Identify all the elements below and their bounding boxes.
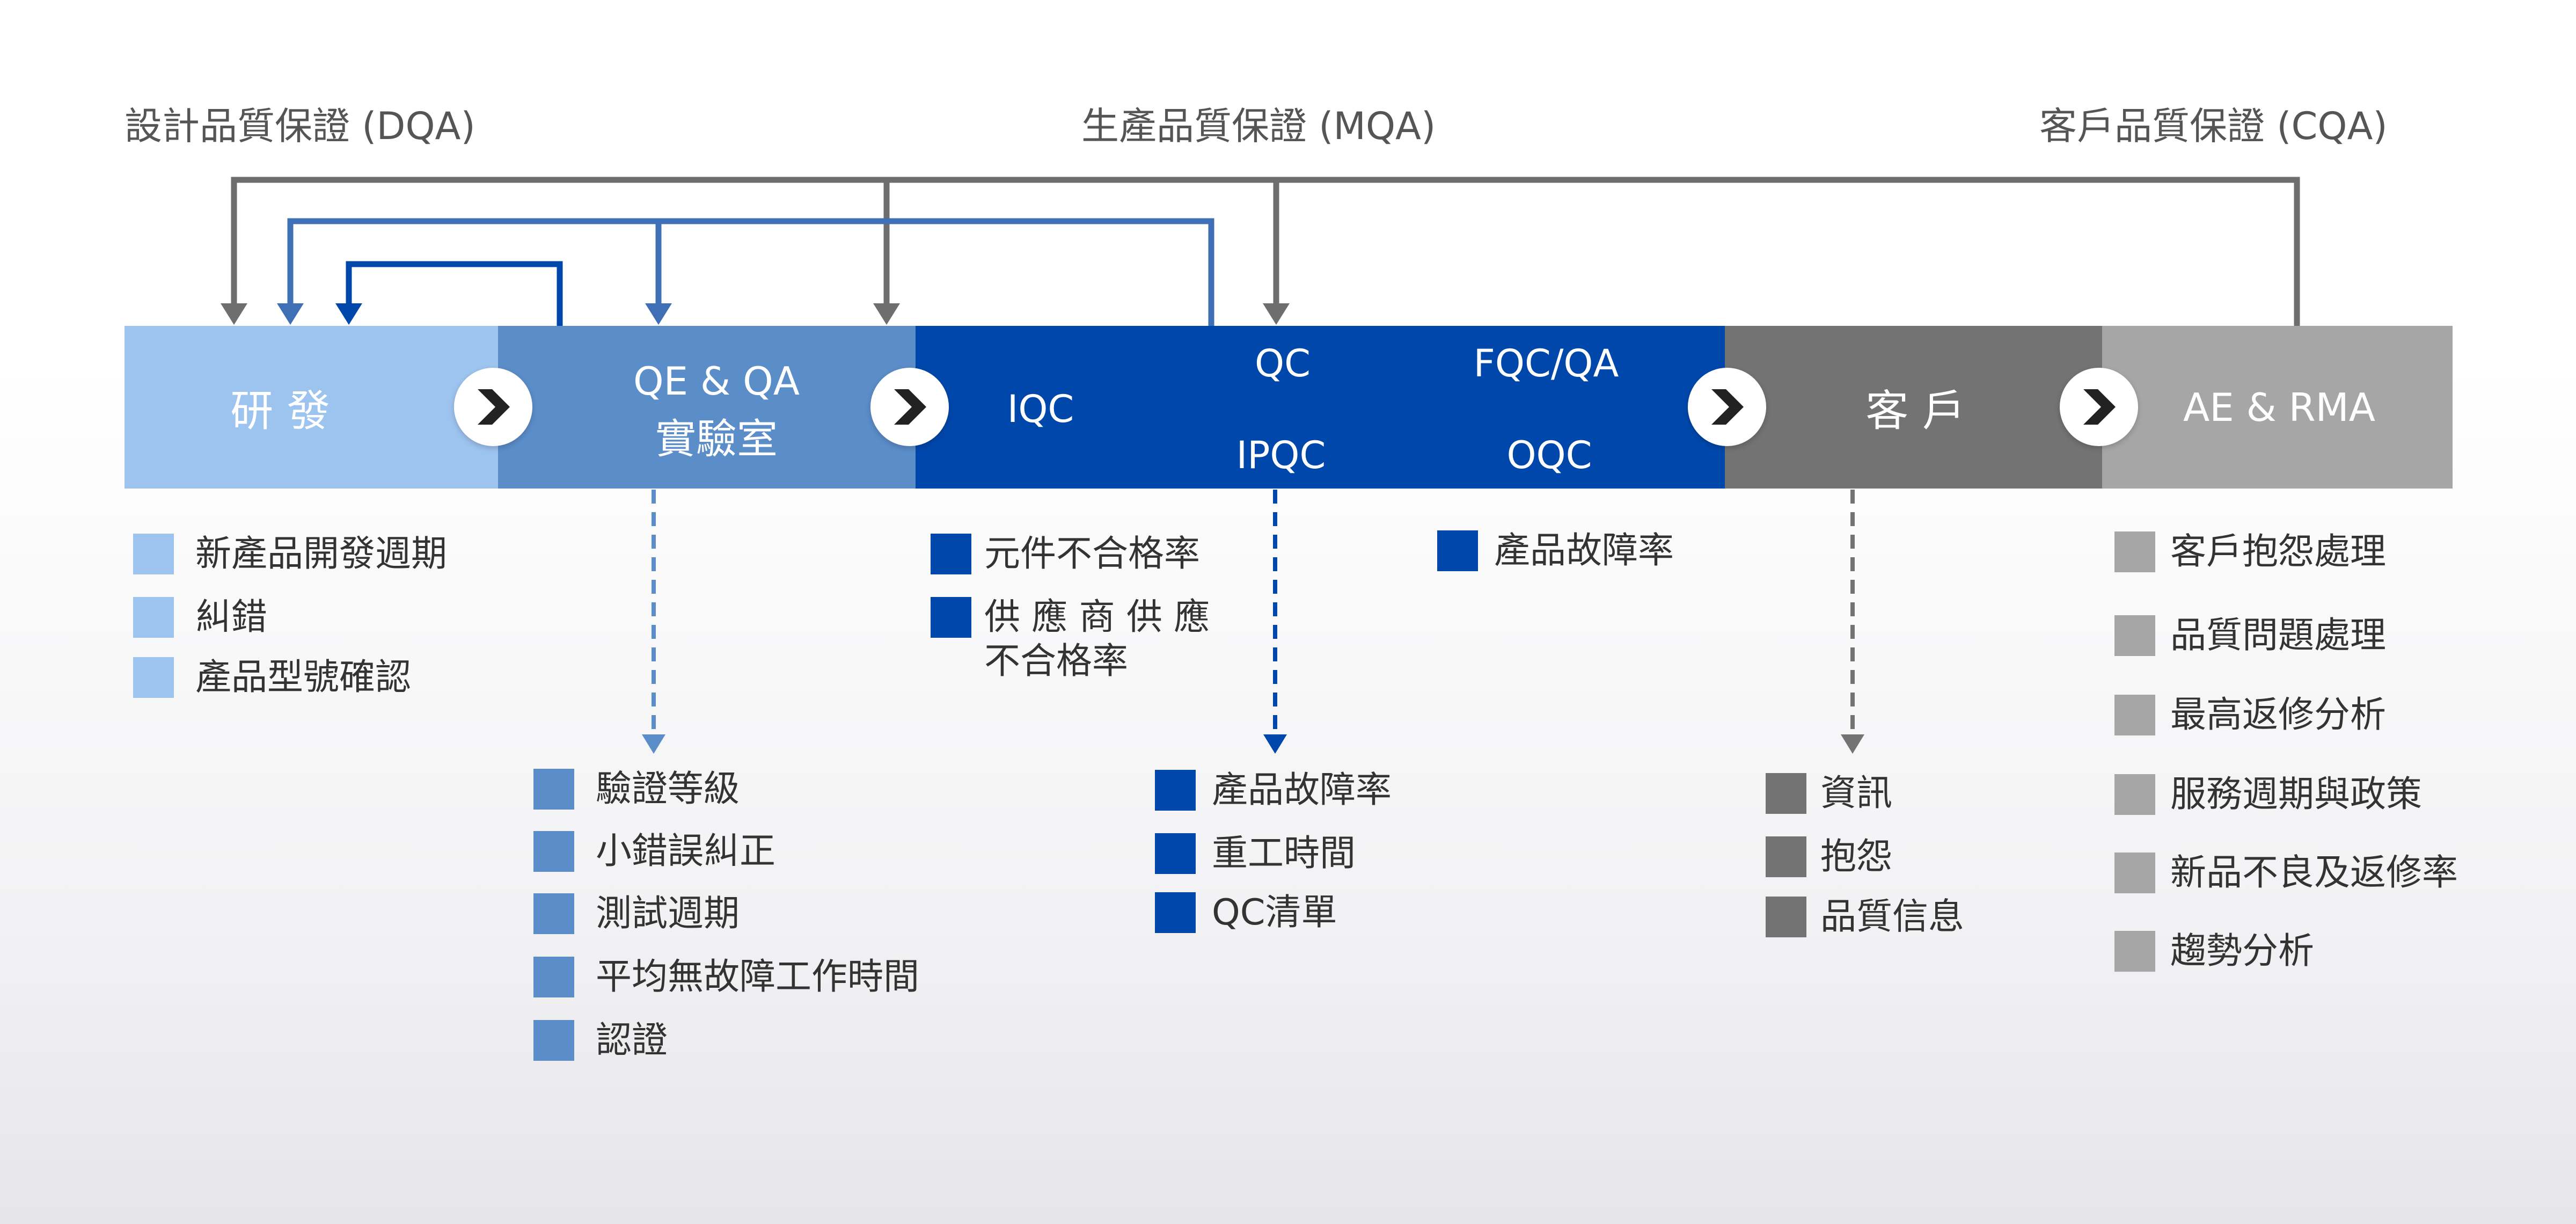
chevron-right-icon: [870, 368, 949, 446]
dqa-connector-outer: [287, 218, 1214, 326]
stage-fqc-label: FQC/QA: [1473, 341, 1619, 385]
chevron-right-icon: [2060, 368, 2138, 446]
mqa-arrowhead-qc: [1263, 303, 1290, 325]
dqa-connector-inner: [346, 261, 563, 326]
bullet-square-icon: [2114, 531, 2155, 572]
bullet-square-icon: [1155, 892, 1196, 933]
stage-rd: 研 發: [125, 326, 498, 489]
bullet-square-icon: [533, 1020, 574, 1061]
dqa-arrowhead-lab: [645, 303, 672, 325]
chevron-right-icon: [454, 368, 532, 446]
bullet-square-icon: [133, 597, 174, 638]
mqa-header: 生產品質保證 (MQA): [1081, 104, 1436, 148]
stage-customer-label: 客 戶: [1865, 386, 1965, 436]
stage-manufacturing: IQC QC IPQC FQC/QA OQC: [916, 326, 1725, 489]
bullet-square-icon: [533, 957, 574, 997]
stage-rd-label: 研 發: [230, 386, 330, 436]
bullet-square-icon: [2114, 615, 2155, 656]
bullet-square-icon: [533, 831, 574, 872]
bullet-square-icon: [533, 769, 574, 810]
mqa-arrowhead-lab: [873, 303, 900, 325]
lab-dashed-arrowhead: [642, 734, 665, 754]
stage-customer: 客 戶: [1725, 326, 2102, 489]
stage-iqc-label: IQC: [1007, 387, 1074, 431]
bullet-square-icon: [931, 597, 971, 638]
cqa-connector: [231, 177, 2300, 326]
bullet-square-icon: [1437, 530, 1478, 571]
stage-lab-label-line2: 實驗室: [655, 415, 778, 463]
ipqc-dashed-arrowhead: [1263, 734, 1287, 754]
bullet-square-icon: [2114, 774, 2155, 815]
bullet-square-icon: [1155, 833, 1196, 874]
bullet-square-icon: [133, 657, 174, 698]
bullet-square-icon: [1766, 836, 1806, 877]
cqa-header: 客戶品質保證 (CQA): [2039, 104, 2388, 148]
bullet-square-icon: [2114, 853, 2155, 893]
stage-oqc-label: OQC: [1506, 433, 1592, 477]
bullet-square-icon: [1766, 773, 1806, 814]
bullet-square-icon: [931, 534, 971, 574]
dqa-arrowhead-inner: [335, 303, 362, 325]
stage-ae-label: AE & RMA: [2183, 385, 2376, 430]
cqa-arrowhead: [221, 303, 247, 325]
bullet-square-icon: [533, 893, 574, 934]
stage-ae-rma: AE & RMA: [2102, 326, 2453, 489]
stage-lab-label-line1: QE & QA: [633, 359, 800, 404]
bullet-square-icon: [133, 534, 174, 574]
bullet-square-icon: [2114, 931, 2155, 972]
stage-ipqc-label: IPQC: [1236, 433, 1326, 477]
bullet-square-icon: [2114, 695, 2155, 735]
customer-dashed-arrowhead: [1841, 734, 1864, 754]
bullet-square-icon: [1766, 897, 1806, 937]
stage-qc-label: QC: [1255, 341, 1311, 385]
bullet-square-icon: [1155, 770, 1196, 811]
dqa-arrowhead-outer: [277, 303, 304, 325]
dqa-header: 設計品質保證 (DQA): [125, 104, 475, 148]
stage-lab: QE & QA 實驗室: [498, 326, 916, 489]
chevron-right-icon: [1688, 368, 1766, 446]
